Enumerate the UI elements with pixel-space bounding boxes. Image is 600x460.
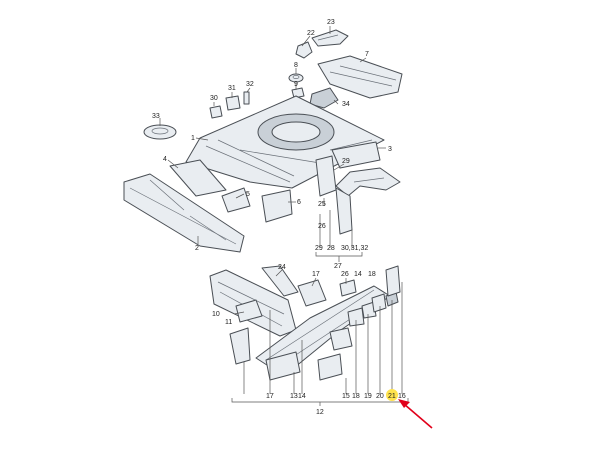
part-numbers: 23 22 8 9 7 30 31 32 34 33 1 4 3 29 5 6 … <box>152 19 406 416</box>
part-19-bracket <box>361 301 377 319</box>
label-26: 26 <box>318 223 326 230</box>
label-33: 33 <box>152 113 160 120</box>
part-6-bracket <box>261 189 293 223</box>
label-6: 6 <box>297 199 301 206</box>
part-4-crossmember <box>169 159 227 197</box>
label-22: 22 <box>307 30 315 37</box>
part-22-bracket <box>295 41 313 59</box>
label-20-bottom: 20 <box>376 393 384 400</box>
part-9-clip <box>291 87 305 99</box>
label-17-top: 17 <box>312 271 320 278</box>
pointer-arrow <box>398 399 433 429</box>
label-5: 5 <box>246 191 250 198</box>
part-2-side-member <box>123 173 245 253</box>
label-19-bottom: 19 <box>364 393 372 400</box>
label-30: 30 <box>210 95 218 102</box>
group-brackets <box>231 252 409 406</box>
label-7: 7 <box>365 51 369 58</box>
label-3: 3 <box>388 146 392 153</box>
part-31-bracket <box>225 95 241 111</box>
label-31: 31 <box>228 85 236 92</box>
part-15-block <box>317 353 343 381</box>
label-24: 24 <box>278 264 286 271</box>
part-14b-block <box>329 327 353 351</box>
part-24-bracket <box>261 265 299 297</box>
part-16-plate <box>385 265 401 297</box>
leader-lines <box>159 26 403 394</box>
label-14-top: 14 <box>354 271 362 278</box>
part-20-bracket <box>371 293 387 313</box>
part-32-pin <box>243 91 250 105</box>
label-9: 9 <box>294 81 298 88</box>
label-18-top: 18 <box>368 271 376 278</box>
label-8: 8 <box>294 62 298 69</box>
label-18-bottom: 18 <box>352 393 360 400</box>
label-4: 4 <box>163 156 167 163</box>
part-1-rear-floor <box>185 95 385 189</box>
label-12-bottom: 12 <box>316 409 324 416</box>
part-33-disc <box>143 124 177 140</box>
label-13-bottom: 13 <box>290 393 298 400</box>
part-25-wheelhouse <box>335 167 401 235</box>
part-30-bolt <box>209 105 223 119</box>
part-34-bracket <box>309 87 339 109</box>
label-1: 1 <box>191 135 195 142</box>
highlight-marker <box>386 389 398 401</box>
part-17-bracket <box>297 279 327 307</box>
part-23-bracket <box>311 29 349 47</box>
label-23: 23 <box>327 19 335 26</box>
label-25: 25 <box>318 201 326 208</box>
part-11-plate <box>229 327 251 365</box>
label-21-bottom: 21 <box>388 393 396 400</box>
label-29: 29 <box>342 158 350 165</box>
part-18-bracket <box>347 307 365 327</box>
part-13-block <box>265 351 301 381</box>
label-29-bottom: 29 <box>315 245 323 252</box>
label-15-bottom: 15 <box>342 393 350 400</box>
part-10-plate <box>235 299 263 323</box>
part-26-clip <box>339 279 357 297</box>
label-32: 32 <box>246 81 254 88</box>
label-10: 10 <box>212 311 220 318</box>
label-2: 2 <box>195 245 199 252</box>
label-30-31-32-bottom: 30,31,32 <box>341 245 368 252</box>
label-28-bottom: 28 <box>327 245 335 252</box>
label-34: 34 <box>342 101 350 108</box>
part-5-bracket <box>221 187 251 213</box>
label-26-lower: 26 <box>341 271 349 278</box>
part-3-panel <box>331 141 381 169</box>
label-17-bottom: 17 <box>266 393 274 400</box>
part-7-crossmember <box>317 55 403 99</box>
label-11: 11 <box>225 319 232 326</box>
label-16-bottom: 16 <box>398 393 406 400</box>
label-14-bottom: 14 <box>298 393 306 400</box>
part-29-bracket <box>315 155 337 197</box>
label-27: 27 <box>334 263 342 270</box>
